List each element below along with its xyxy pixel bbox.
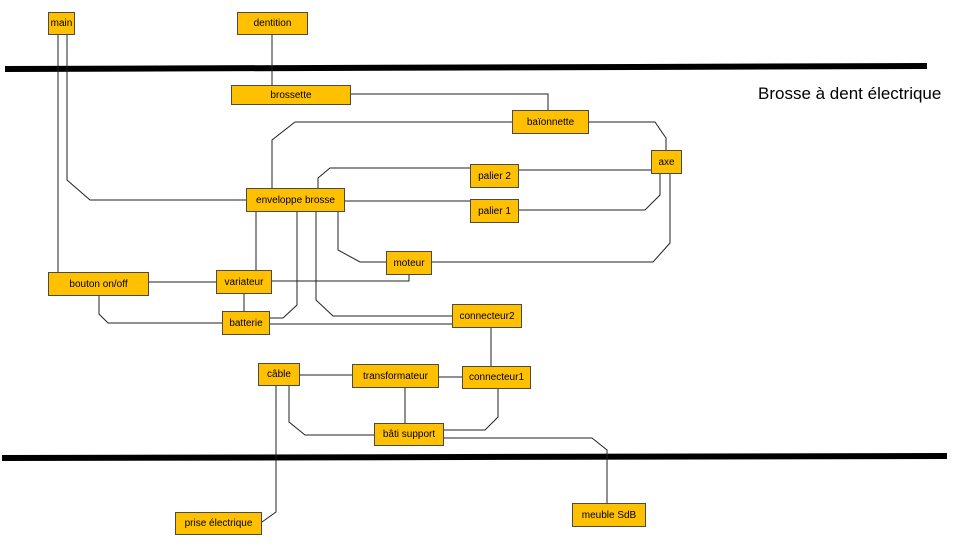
link-cable-prise [261,386,277,523]
node-moteur: moteur [386,251,432,275]
link-axe-moteur [432,174,671,263]
node-bati: bâti support [374,423,444,446]
link-baionnette-enveloppe [271,121,513,188]
node-bouton: bouton on/off [48,272,149,296]
link-moteur-variateur [272,275,410,282]
diagram-title: Brosse à dent électrique [758,84,942,103]
upper-boundary-line [4,63,928,72]
link-main-enveloppe [66,35,247,201]
node-main: main [48,12,75,35]
node-baionnette: baïonnette [512,110,589,134]
node-cable: câble [258,363,300,386]
node-brossette: brossette [231,85,351,105]
node-connecteur1: connecteur1 [462,366,531,389]
link-palier1-axe [518,174,661,211]
node-variateur: variateur [216,270,272,294]
node-batterie: batterie [222,311,270,335]
link-baionnette-axe [589,121,667,150]
link-bati-meuble [444,437,608,503]
link-enveloppe-connecteur2 [315,212,453,317]
node-connecteur2: connecteur2 [452,304,522,328]
link-connecteur1-bati [444,389,499,431]
node-axe: axe [651,150,682,174]
node-transformateur: transformateur [352,364,439,388]
node-dentition: dentition [237,12,308,35]
link-enveloppe-batterie [270,212,298,319]
node-meuble: meuble SdB [572,503,646,527]
link-enveloppe-moteur [337,212,386,263]
link-brossette-baionnette [351,93,549,110]
lower-boundary-line [1,453,948,461]
node-palier1: palier 1 [470,199,519,223]
node-palier2: palier 2 [470,164,519,188]
node-enveloppe: enveloppe brosse [246,188,345,212]
link-bouton-batterie [98,296,222,324]
node-prise: prise électrique [175,512,262,535]
link-cable-bati [288,386,374,436]
link-palier2-enveloppe [317,167,471,188]
